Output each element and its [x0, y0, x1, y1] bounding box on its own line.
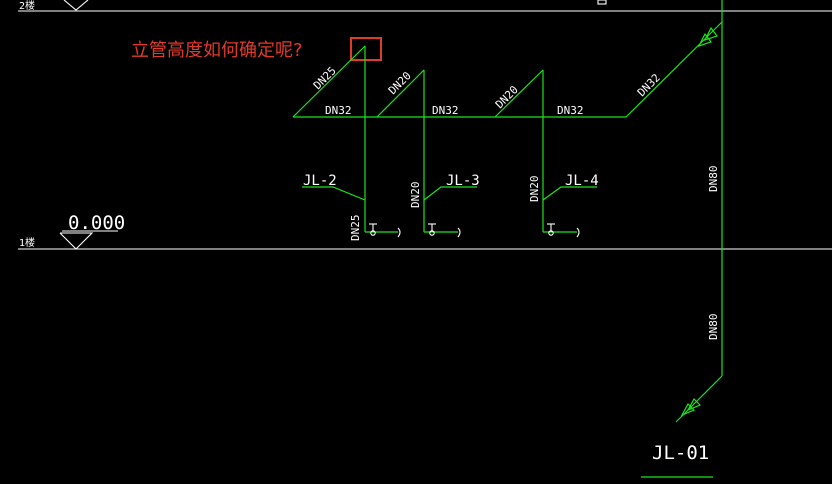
leader-jl2 — [302, 186, 366, 201]
fixture-jl4 — [542, 200, 580, 238]
pipe-label-dn20-a: DN20 — [386, 69, 414, 97]
valve-upper-a — [697, 32, 712, 48]
annotation-highlight-box — [350, 37, 382, 61]
pipe-label-dn32-c: DN32 — [557, 104, 584, 117]
fixture-jl2 — [364, 200, 401, 238]
valve-lower-a — [680, 403, 696, 417]
elevation-triangle — [59, 232, 94, 250]
valve-lower-b — [686, 398, 702, 412]
floor-label-1: 1楼 — [19, 236, 35, 249]
pipe-label-dn25-riser: DN25 — [349, 215, 362, 242]
riser-label-jl2: JL-2 — [303, 173, 337, 189]
riser-label-jl3: JL-3 — [446, 173, 480, 189]
riser-label-jl01: JL-01 — [652, 442, 709, 464]
branch-diag-dn25 — [292, 45, 366, 118]
pipe-label-dn32-a: DN32 — [325, 104, 352, 117]
fixture-jl3 — [423, 200, 461, 238]
branch-diag-dn20-a — [376, 69, 425, 118]
top-small-symbol — [597, 0, 607, 5]
riser-label-jl4: JL-4 — [565, 173, 599, 189]
branch-diag-dn32 — [625, 21, 723, 118]
leader-jl3 — [423, 186, 477, 201]
elevation-value: 0.000 — [68, 212, 125, 234]
pipe-label-dn20-jl3: DN20 — [409, 182, 422, 209]
elevation-marker-top — [63, 0, 89, 11]
pipe-label-dn80-upper: DN80 — [707, 166, 720, 193]
pipe-label-dn32-b: DN32 — [432, 104, 459, 117]
pipe-label-dn20-jl4: DN20 — [528, 176, 541, 203]
annotation-question: 立管高度如何确定呢? — [131, 40, 303, 61]
pipe-label-dn80-lower: DN80 — [707, 314, 720, 341]
branch-diag-dn20-b — [494, 69, 544, 118]
floor-label-2: 2楼 — [19, 0, 35, 12]
leader-jl4 — [542, 186, 597, 201]
pipe-label-dn25-branch: DN25 — [311, 64, 339, 92]
valve-upper-b — [703, 26, 718, 42]
pipe-label-dn20-b: DN20 — [493, 83, 521, 111]
